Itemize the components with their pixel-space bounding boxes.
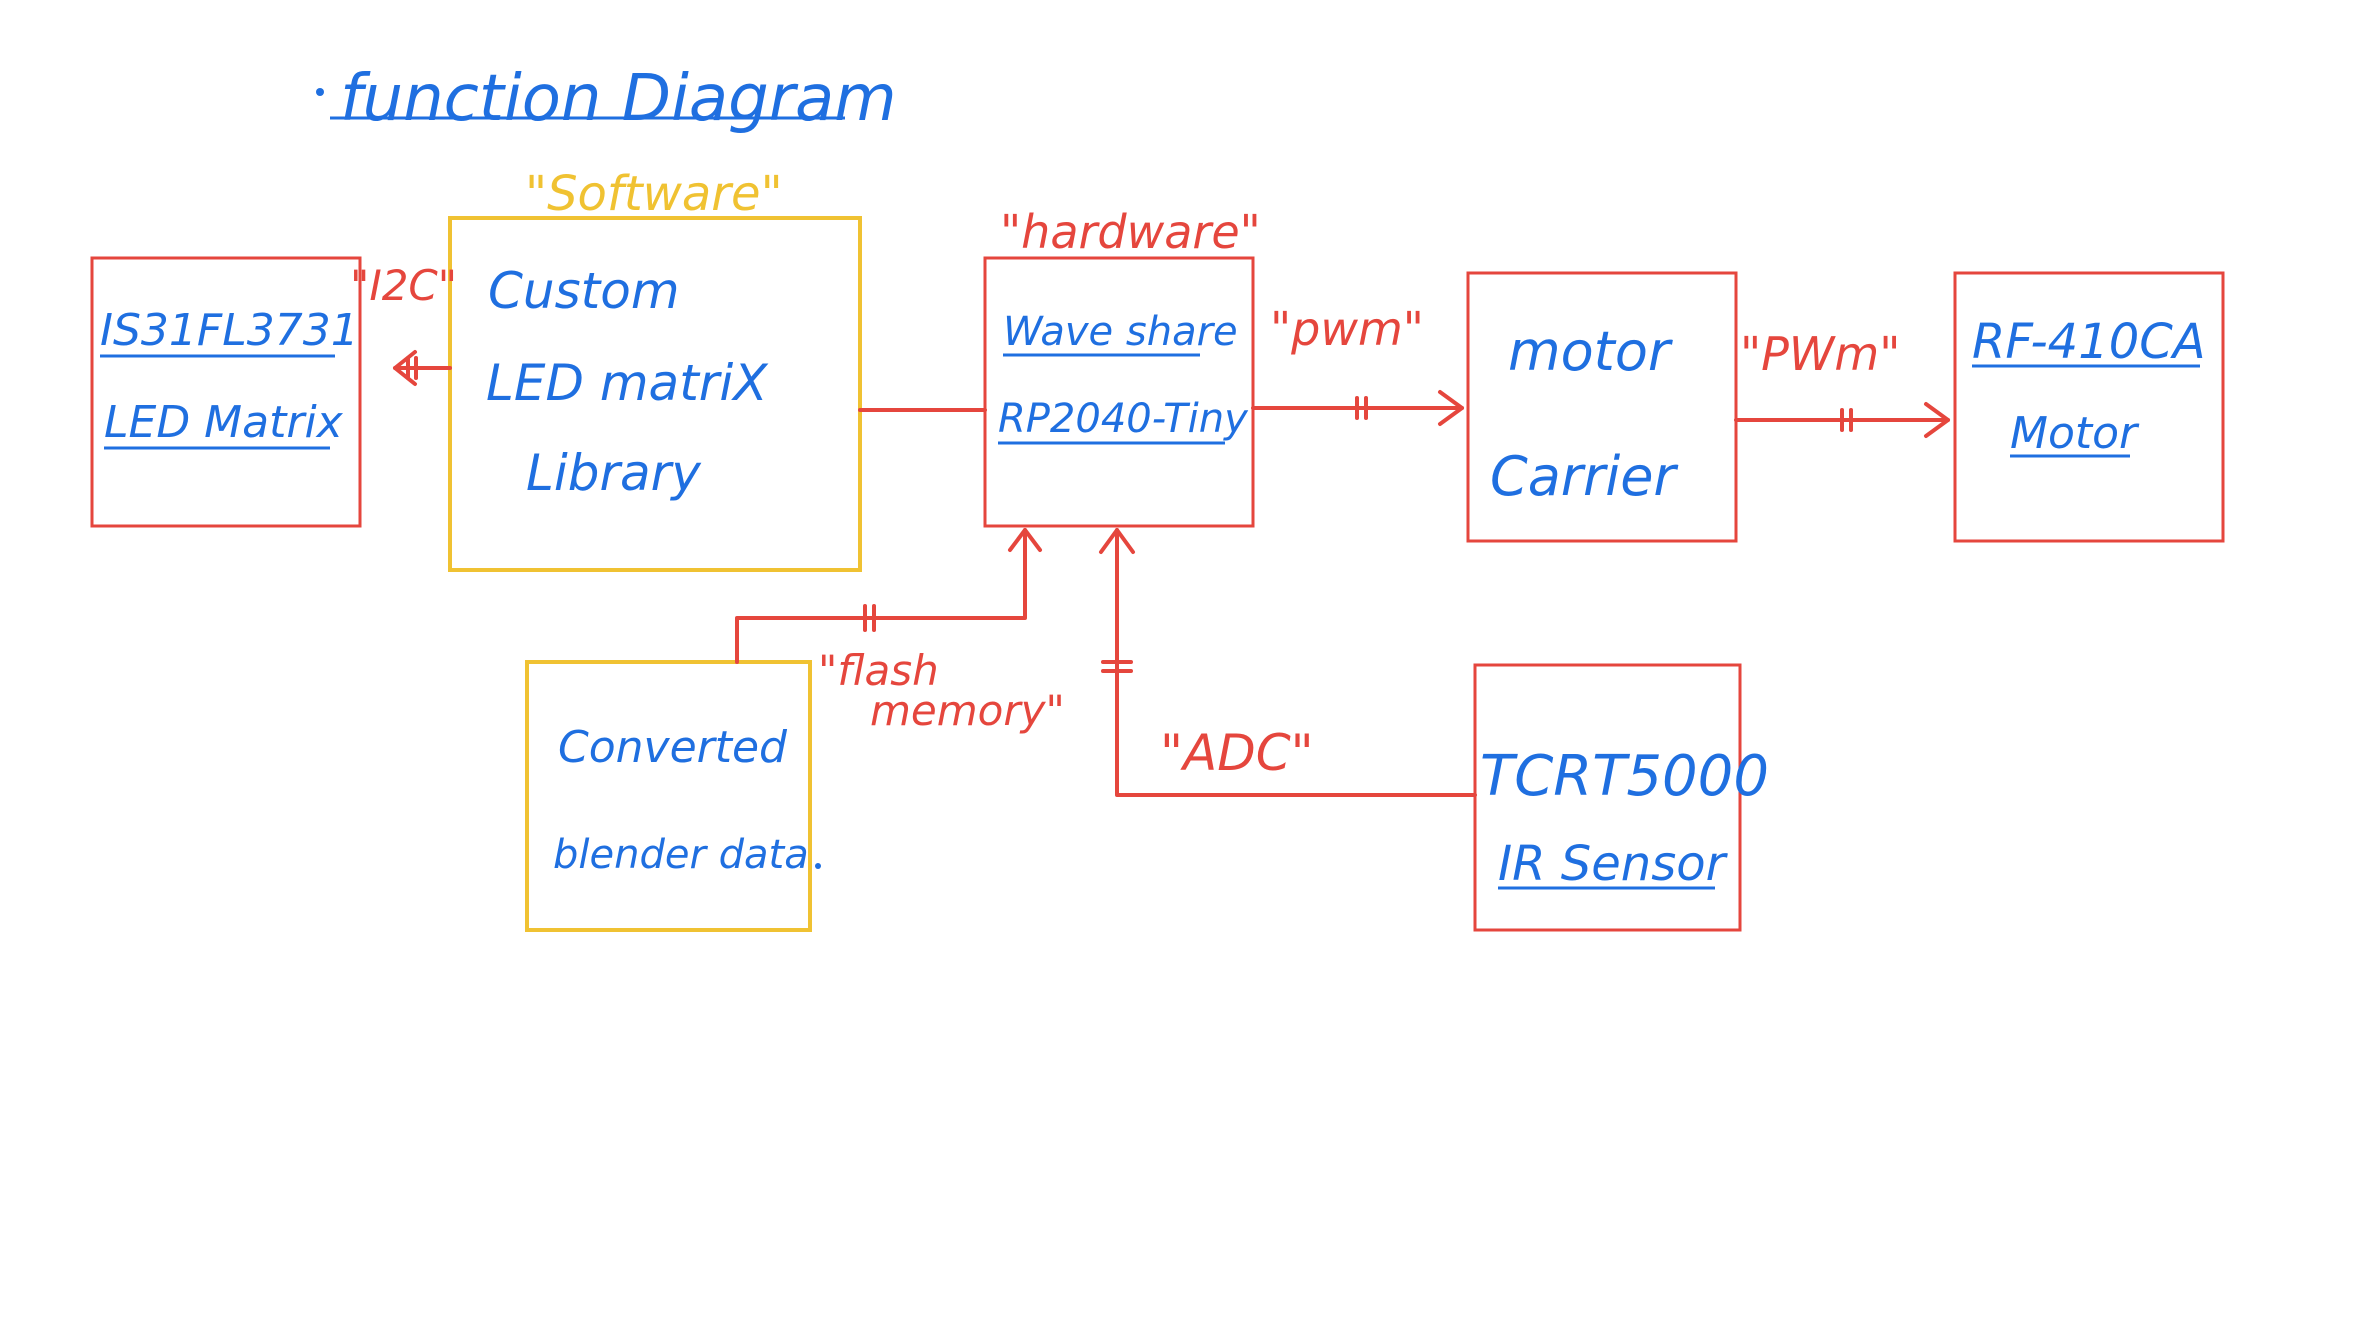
pwm-1-label: "pwm" (1270, 302, 1424, 356)
pwm-2-arrowhead (1924, 402, 1950, 438)
controller-box (983, 256, 1255, 528)
connection-i2c: "I2C" (350, 261, 457, 386)
block-controller: Wave share RP2040-Tiny (983, 256, 1255, 528)
library-line-2: LED matriX (486, 354, 769, 412)
blender-data-line-2: blender data (553, 832, 809, 878)
block-motor: RF-410CA Motor (1953, 271, 2225, 543)
flash-memory-label-1: "flash (818, 646, 939, 695)
block-led-matrix: IS31FL3731 LED Matrix (90, 256, 362, 528)
library-line-1: Custom (488, 262, 680, 320)
library-box (448, 216, 862, 572)
ir-sensor-box (1473, 663, 1742, 932)
connection-pwm-2: "PWm" (1734, 327, 1950, 438)
motor-line-2: Motor (2010, 408, 2140, 459)
i2c-label: "I2C" (350, 261, 457, 310)
title-bullet (316, 88, 324, 96)
blender-data-line-1: Converted (558, 722, 788, 773)
blender-data-dot (815, 863, 821, 869)
led-matrix-box (90, 256, 362, 528)
motor-carrier-box (1466, 271, 1738, 543)
block-ir-sensor: TCRT5000 IR Sensor (1473, 663, 1769, 932)
adc-arrowhead (1099, 528, 1135, 554)
controller-line-2: RP2040-Tiny (998, 396, 1249, 442)
controller-line-1: Wave share (1003, 309, 1238, 355)
ir-sensor-line-1: TCRT5000 (1480, 744, 1769, 809)
block-library: Custom LED matriX Library (448, 216, 862, 572)
title-group: function Diagram (316, 62, 897, 136)
connection-flash-memory: "flash memory" (735, 528, 1065, 735)
adc-wire (1115, 528, 1477, 797)
motor-carrier-line-2: Carrier (1490, 445, 1678, 508)
software-group-label: "Software" (525, 166, 783, 222)
flash-memory-wire (735, 528, 1027, 664)
adc-label: "ADC" (1160, 724, 1314, 782)
library-line-3: Library (526, 444, 702, 502)
block-blender-data: Converted blender data (525, 660, 812, 932)
hardware-group-label: "hardware" (1000, 205, 1261, 259)
flash-memory-label-2: memory" (870, 686, 1065, 735)
ir-sensor-line-2: IR Sensor (1498, 836, 1729, 892)
connection-adc: "ADC" (1099, 528, 1477, 797)
connection-pwm-1: "pwm" (1251, 302, 1464, 426)
diagram-title: function Diagram (340, 62, 897, 136)
block-motor-carrier: motor Carrier (1466, 271, 1738, 543)
motor-carrier-line-1: motor (1508, 320, 1673, 383)
blender-data-box (525, 660, 812, 932)
pwm-2-label: "PWm" (1740, 327, 1900, 381)
motor-box (1953, 271, 2225, 543)
flash-memory-arrowhead (1008, 528, 1042, 552)
pwm-1-arrowhead (1438, 390, 1464, 426)
led-matrix-line-1: IS31FL3731 (100, 305, 359, 356)
led-matrix-line-2: LED Matrix (104, 397, 344, 448)
motor-line-1: RF-410CA (1972, 314, 2206, 370)
